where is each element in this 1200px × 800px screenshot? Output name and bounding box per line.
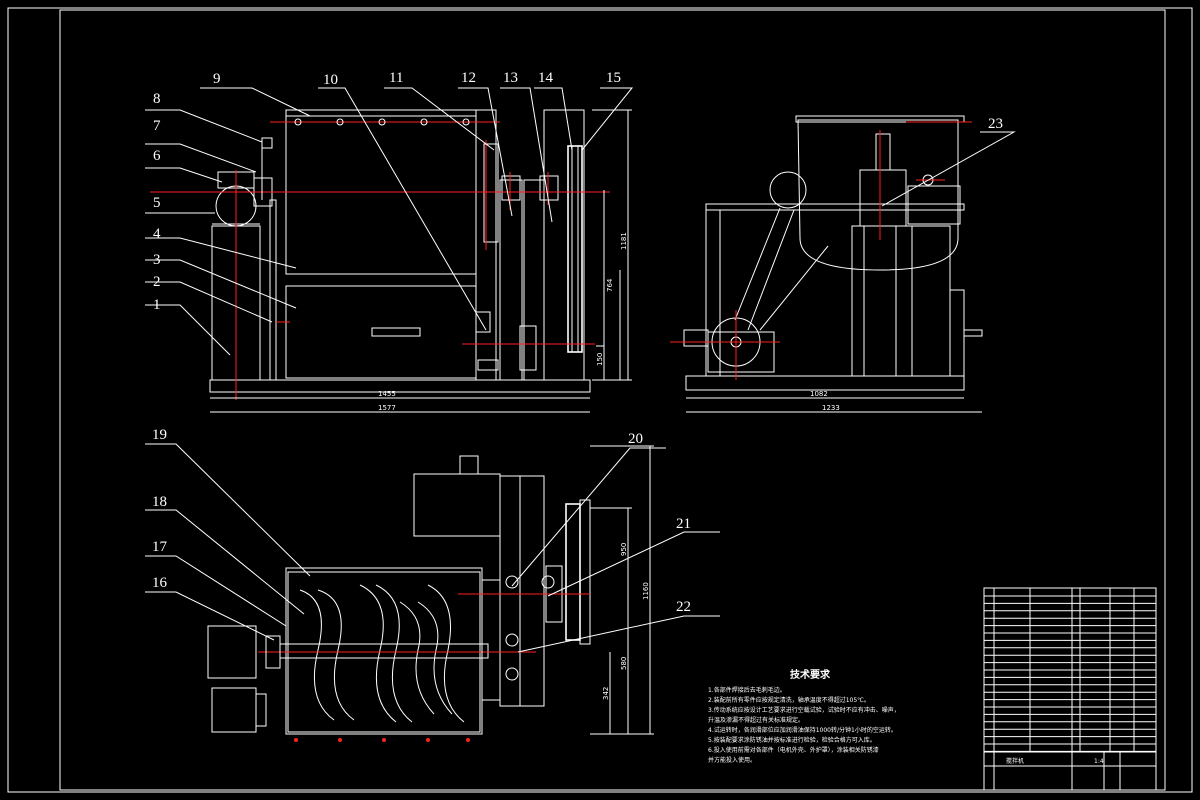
label-23: 23 xyxy=(988,116,1003,132)
label-11: 11 xyxy=(389,70,403,86)
tech-item: 1.各部件焊接后去毛刺毛边。 xyxy=(708,686,786,694)
label-12: 12 xyxy=(461,70,476,86)
dim-front-1181: 1181 xyxy=(620,232,628,250)
top-view xyxy=(207,445,654,742)
outer-border xyxy=(7,7,1193,793)
label-14: 14 xyxy=(538,70,554,86)
label-6: 6 xyxy=(153,148,161,164)
title-block: 1:4 搅拌机 xyxy=(983,751,1157,791)
label-9: 9 xyxy=(213,71,221,87)
tech-item: 6.投入使用前需对各部件（电机外壳、外护罩），涂装相关防锈漆 xyxy=(708,746,879,754)
inner-border xyxy=(59,9,1166,791)
label-15: 15 xyxy=(606,70,621,86)
dim-front-1577: 1577 xyxy=(378,404,396,412)
label-13: 13 xyxy=(503,70,518,86)
dim-side-1082: 1082 xyxy=(810,390,828,398)
tech-item: 5.按装配要求涂防锈油并按标准进行检验，检验合格方可入库。 xyxy=(708,736,876,744)
technical-requirements: 技术要求 1.各部件焊接后去毛刺毛边。 2.装配前所有零件应按规定清洗，轴承温度… xyxy=(708,668,900,764)
tech-item: 3.传动系统应按设计工艺要求进行空载试验，试验时不应有冲击、噪声， xyxy=(708,706,900,714)
label-7: 7 xyxy=(153,118,161,134)
drawing-title: 搅拌机 xyxy=(1006,757,1024,765)
label-10: 10 xyxy=(323,72,338,88)
dim-front-764: 764 xyxy=(606,278,614,292)
label-21: 21 xyxy=(676,516,691,532)
tech-item: 2.装配前所有零件应按规定清洗，轴承温度不得超过105℃。 xyxy=(708,696,870,704)
label-4: 4 xyxy=(153,226,161,242)
scale-text: 1:4 xyxy=(1094,758,1104,765)
parts-list xyxy=(983,587,1157,790)
dim-front-150: 150 xyxy=(596,353,604,366)
tech-title: 技术要求 xyxy=(790,668,831,681)
leader-lines xyxy=(145,87,1016,653)
tech-item: 4.试运转时，各润滑部位应加润滑油保持1000转/分钟1小时的空运转。 xyxy=(708,726,897,734)
front-view xyxy=(150,109,632,413)
dim-top-950: 950 xyxy=(620,543,628,556)
label-3: 3 xyxy=(153,252,161,268)
label-18: 18 xyxy=(152,494,167,510)
part-labels: 1 2 3 4 5 6 7 8 9 10 11 12 13 14 15 16 1… xyxy=(152,70,1003,615)
label-1: 1 xyxy=(153,297,161,313)
dim-top-580: 580 xyxy=(620,657,628,670)
dim-front-1455: 1455 xyxy=(378,390,396,398)
side-view xyxy=(670,115,983,413)
label-2: 2 xyxy=(153,274,161,290)
label-5: 5 xyxy=(153,195,161,211)
label-16: 16 xyxy=(152,575,168,591)
label-20: 20 xyxy=(628,431,643,447)
dim-side-1233: 1233 xyxy=(822,404,840,412)
label-17: 17 xyxy=(152,539,168,555)
dim-top-1160: 1160 xyxy=(642,582,650,600)
label-8: 8 xyxy=(153,91,161,107)
label-22: 22 xyxy=(676,599,691,615)
tech-item: 升温及渗漏不得超过有关标准规定。 xyxy=(708,716,804,724)
label-19: 19 xyxy=(152,427,167,443)
dimension-text: 1455 1577 1181 764 150 1082 1233 1160 95… xyxy=(378,232,840,700)
tech-item: 并方能投入使用。 xyxy=(708,756,756,764)
dim-top-342: 342 xyxy=(602,687,610,700)
